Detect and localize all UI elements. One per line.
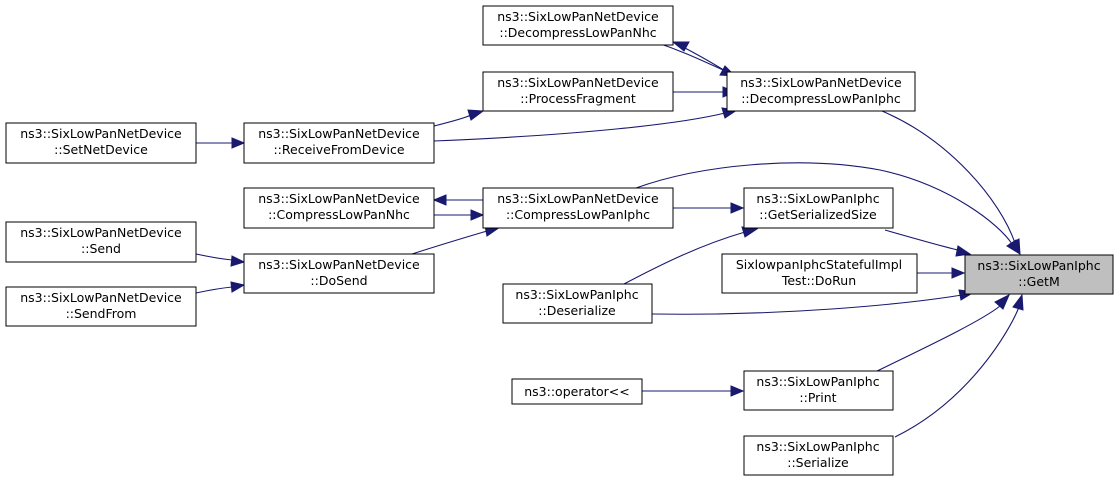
node-label-line2: ::Serialize: [787, 455, 849, 470]
node-label-line1: ns3::SixLowPanIphc: [515, 287, 638, 302]
node-getserializedsize[interactable]: ns3::SixLowPanIphc ::GetSerializedSize: [743, 187, 894, 229]
node-label-line2: ::SendFrom: [66, 306, 137, 321]
node-label-line2: ::DecompressLowPanIphc: [741, 91, 901, 106]
node-label-line1: ns3::SixLowPanIphc: [756, 439, 879, 454]
node-dosend[interactable]: ns3::SixLowPanNetDevice ::DoSend: [243, 253, 435, 294]
node-serialize[interactable]: ns3::SixLowPanIphc ::Serialize: [743, 435, 894, 476]
edge-serialize-to-getm: [894, 293, 1024, 438]
edges: [195, 41, 1024, 438]
edge-compiphc-to-getsersize: [673, 202, 745, 214]
node-label-line1: ns3::SixLowPanIphc: [756, 191, 879, 206]
node-label-line1: ns3::SixLowPanNetDevice: [258, 191, 420, 206]
node-label-line2: ::Send: [81, 241, 121, 256]
node-label-line2: ::Deserialize: [538, 303, 616, 318]
node-label-line1: SixlowpanIphcStatefulImpl: [736, 257, 902, 272]
node-send[interactable]: ns3::SixLowPanNetDevice ::Send: [5, 221, 197, 263]
edge-statefultest-to-getm: [917, 267, 966, 279]
node-statefulimpltest-dorun[interactable]: SixlowpanIphcStatefulImpl Test::DoRun: [721, 253, 918, 294]
edge-procfrag-to-decompiphc: [673, 86, 737, 98]
node-label-line1: ns3::SixLowPanNetDevice: [20, 290, 182, 305]
node-label-line2: ::ReceiveFromDevice: [273, 142, 404, 157]
node-label-line1: ns3::SixLowPanIphc: [756, 374, 879, 389]
node-label-line1: ns3::SixLowPanNetDevice: [740, 75, 902, 90]
node-label-line2: ::Print: [799, 390, 836, 405]
edge-dosend-to-compiphc: [411, 225, 502, 255]
node-label-line2: ::ProcessFragment: [520, 91, 636, 106]
edge-sendfrom-to-dosend: [195, 281, 246, 294]
edge-recvfromdev-to-procfrag: [433, 109, 485, 127]
node-label-line2: ::CompressLowPanNhc: [268, 207, 410, 222]
edge-setnetdev-to-recvfromdev: [196, 137, 246, 149]
node-label-line2: ::DoSend: [310, 273, 367, 288]
node-decompresslowpaniphc[interactable]: ns3::SixLowPanNetDevice ::DecompressLowP…: [726, 71, 916, 112]
node-deserialize[interactable]: ns3::SixLowPanIphc ::Deserialize: [502, 283, 653, 324]
node-label-line1: ns3::SixLowPanIphc: [977, 258, 1100, 273]
node-compresslowpannhc[interactable]: ns3::SixLowPanNetDevice ::CompressLowPan…: [243, 187, 435, 229]
node-label-line1: ns3::SixLowPanNetDevice: [20, 126, 182, 141]
node-operator-stream[interactable]: ns3::operator<<: [511, 378, 643, 405]
node-print[interactable]: ns3::SixLowPanIphc ::Print: [743, 370, 894, 411]
nodes: ns3::SixLowPanIphc ::GetM ns3::SixLowPan…: [5, 5, 1114, 476]
node-label-line2: ::GetSerializedSize: [759, 207, 877, 222]
node-label-line2: ::CompressLowPanIphc: [506, 207, 650, 222]
node-receivefromdevice[interactable]: ns3::SixLowPanNetDevice ::ReceiveFromDev…: [243, 122, 435, 164]
node-label-line1: ns3::SixLowPanNetDevice: [258, 257, 420, 272]
node-label-line2: ::SetNetDevice: [54, 142, 148, 157]
node-label-line2: ::GetM: [1018, 274, 1060, 289]
node-decompresslowpannhc[interactable]: ns3::SixLowPanNetDevice ::DecompressLowP…: [482, 5, 674, 46]
node-processfragment[interactable]: ns3::SixLowPanNetDevice ::ProcessFragmen…: [482, 71, 674, 112]
node-setnetdevice[interactable]: ns3::SixLowPanNetDevice ::SetNetDevice: [5, 122, 197, 164]
edge-compnhc-to-compiphc: [434, 209, 485, 221]
node-label-line1: ns3::SixLowPanNetDevice: [497, 9, 659, 24]
node-label-line1: ns3::SixLowPanNetDevice: [258, 126, 420, 141]
edge-compiphc-to-getm: [635, 162, 1021, 256]
edge-deserialize-to-getm: [651, 289, 976, 315]
edge-send-to-dosend: [195, 253, 246, 267]
node-label-line1: ns3::operator<<: [524, 384, 630, 399]
edge-compiphc-to-compnhc: [432, 194, 483, 206]
edge-operator-to-print: [642, 385, 745, 397]
node-label-line1: ns3::SixLowPanNetDevice: [20, 225, 182, 240]
edge-decompnhc-to-decompiphc: [654, 41, 737, 77]
node-label-line1: ns3::SixLowPanNetDevice: [497, 75, 659, 90]
node-label-line2: Test::DoRun: [781, 273, 856, 288]
edge-getsersize-to-getm: [884, 229, 972, 257]
node-sendfrom[interactable]: ns3::SixLowPanNetDevice ::SendFrom: [5, 286, 197, 327]
edge-decompiphc-to-getm: [881, 110, 1021, 256]
node-label-line1: ns3::SixLowPanNetDevice: [497, 191, 659, 206]
node-label-line2: ::DecompressLowPanNhc: [499, 25, 656, 40]
node-compresslowpaniphc[interactable]: ns3::SixLowPanNetDevice ::CompressLowPan…: [482, 187, 674, 229]
node-sixlowpaniphc-getm[interactable]: ns3::SixLowPanIphc ::GetM: [964, 254, 1114, 295]
edge-print-to-getm: [872, 293, 1010, 374]
